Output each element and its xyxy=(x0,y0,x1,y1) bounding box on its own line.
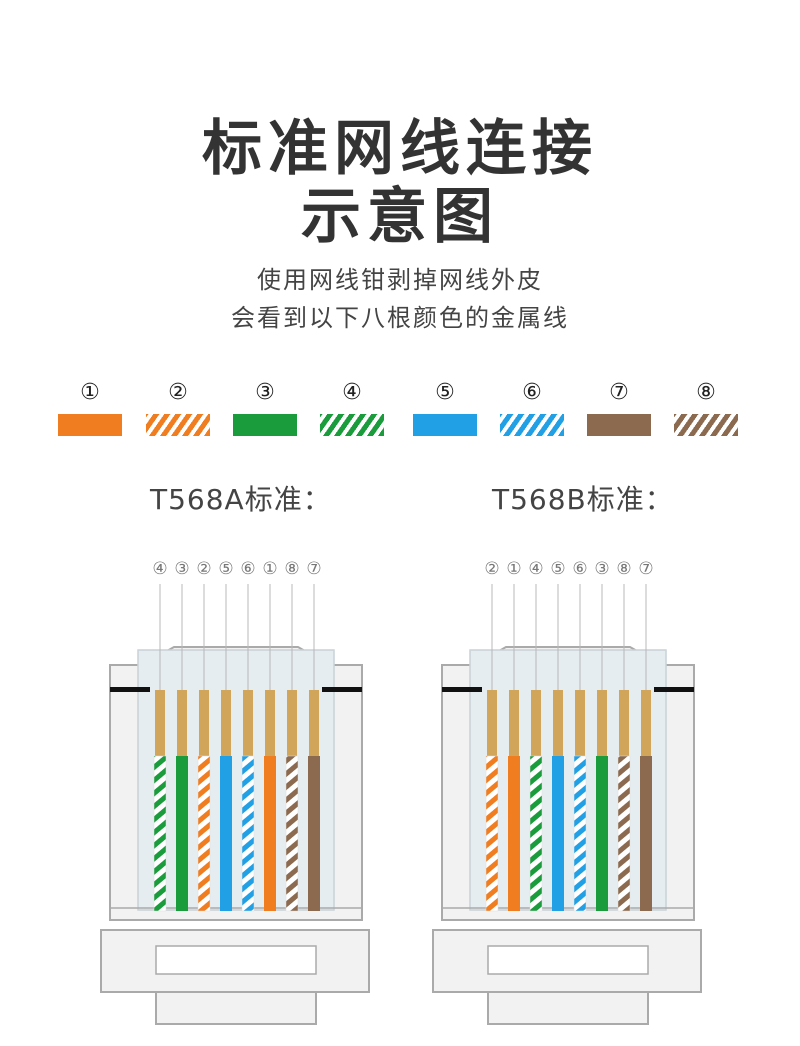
subtitle-line1: 使用网线钳剥掉网线外皮 xyxy=(257,266,543,294)
b-contact-7 xyxy=(619,690,629,756)
b-contact-5 xyxy=(575,690,585,756)
legend-swatch-4 xyxy=(320,414,384,436)
b-contact-8 xyxy=(641,690,651,756)
a-wire-green-white xyxy=(153,755,167,912)
a-black-line-right xyxy=(322,687,362,692)
a-order-num-3: ② xyxy=(196,559,211,579)
b-order-num-4: ⑤ xyxy=(550,559,565,579)
b-contact-3 xyxy=(531,690,541,756)
a-contact-8 xyxy=(309,690,319,756)
a-wire-brown xyxy=(308,756,320,911)
b-order-num-1: ② xyxy=(484,559,499,579)
legend-swatch-3 xyxy=(233,414,297,436)
b-black-line-right xyxy=(654,687,694,692)
b-wire-brown-white xyxy=(617,755,631,912)
b-wire-green xyxy=(596,756,608,911)
a-order-num-5: ⑥ xyxy=(240,559,255,579)
a-order-num-8: ⑦ xyxy=(306,559,321,579)
legend-num-3: ③ xyxy=(255,380,275,405)
a-contact-6 xyxy=(265,690,275,756)
b-contact-1 xyxy=(487,690,497,756)
b-wire-orange xyxy=(508,756,520,911)
a-contact-1 xyxy=(155,690,165,756)
b-wire-orange-white xyxy=(485,755,499,912)
a-contact-2 xyxy=(177,690,187,756)
a-wire-orange-white xyxy=(197,755,211,912)
a-order-num-1: ④ xyxy=(152,559,167,579)
a-wire-green xyxy=(176,756,188,911)
b-wire-brown xyxy=(640,756,652,911)
b-contact-4 xyxy=(553,690,563,756)
legend-num-4: ④ xyxy=(342,380,362,405)
a-order-num-4: ⑤ xyxy=(218,559,233,579)
b-order-num-5: ⑥ xyxy=(572,559,587,579)
a-wire-orange xyxy=(264,756,276,911)
a-contact-3 xyxy=(199,690,209,756)
page-title-line2: 示意图 xyxy=(301,182,499,252)
legend-swatch-1 xyxy=(58,414,122,436)
b-inner-frame xyxy=(469,649,667,911)
legend-swatch-7 xyxy=(587,414,651,436)
legend-num-1: ① xyxy=(80,380,100,405)
legend-num-6: ⑥ xyxy=(522,380,542,405)
legend-swatch-8 xyxy=(674,414,738,436)
t568b-label: T568B标准： xyxy=(492,483,674,516)
b-order-num-6: ③ xyxy=(594,559,609,579)
a-wire-blue xyxy=(220,756,232,911)
a-order-num-7: ⑧ xyxy=(284,559,299,579)
b-wire-green-white xyxy=(529,755,543,912)
a-contact-7 xyxy=(287,690,297,756)
a-contact-4 xyxy=(221,690,231,756)
a-order-num-6: ① xyxy=(262,559,277,579)
b-contact-2 xyxy=(509,690,519,756)
b-wire-blue-white xyxy=(573,755,587,912)
a-cable xyxy=(155,991,317,1025)
legend-swatch-2 xyxy=(146,414,210,436)
a-boot-window xyxy=(155,945,317,975)
legend-num-2: ② xyxy=(168,380,188,405)
a-inner-frame xyxy=(137,649,335,911)
b-order-num-3: ④ xyxy=(528,559,543,579)
page-title-line1: 标准网线连接 xyxy=(202,114,598,184)
t568a-label: T568A标准： xyxy=(150,483,332,516)
b-wire-blue xyxy=(552,756,564,911)
subtitle-line2: 会看到以下八根颜色的金属线 xyxy=(231,304,569,332)
a-wire-brown-white xyxy=(285,755,299,912)
b-cable xyxy=(487,991,649,1025)
b-order-num-2: ① xyxy=(506,559,521,579)
legend-swatch-5 xyxy=(413,414,477,436)
b-contact-6 xyxy=(597,690,607,756)
a-black-line-left xyxy=(110,687,150,692)
a-wire-blue-white xyxy=(241,755,255,912)
a-order-num-2: ③ xyxy=(174,559,189,579)
b-order-num-7: ⑧ xyxy=(616,559,631,579)
b-boot-window xyxy=(487,945,649,975)
legend-num-8: ⑧ xyxy=(696,380,716,405)
b-black-line-left xyxy=(442,687,482,692)
legend-num-7: ⑦ xyxy=(609,380,629,405)
legend-num-5: ⑤ xyxy=(435,380,455,405)
legend-swatch-6 xyxy=(500,414,564,436)
a-contact-5 xyxy=(243,690,253,756)
b-order-num-8: ⑦ xyxy=(638,559,653,579)
